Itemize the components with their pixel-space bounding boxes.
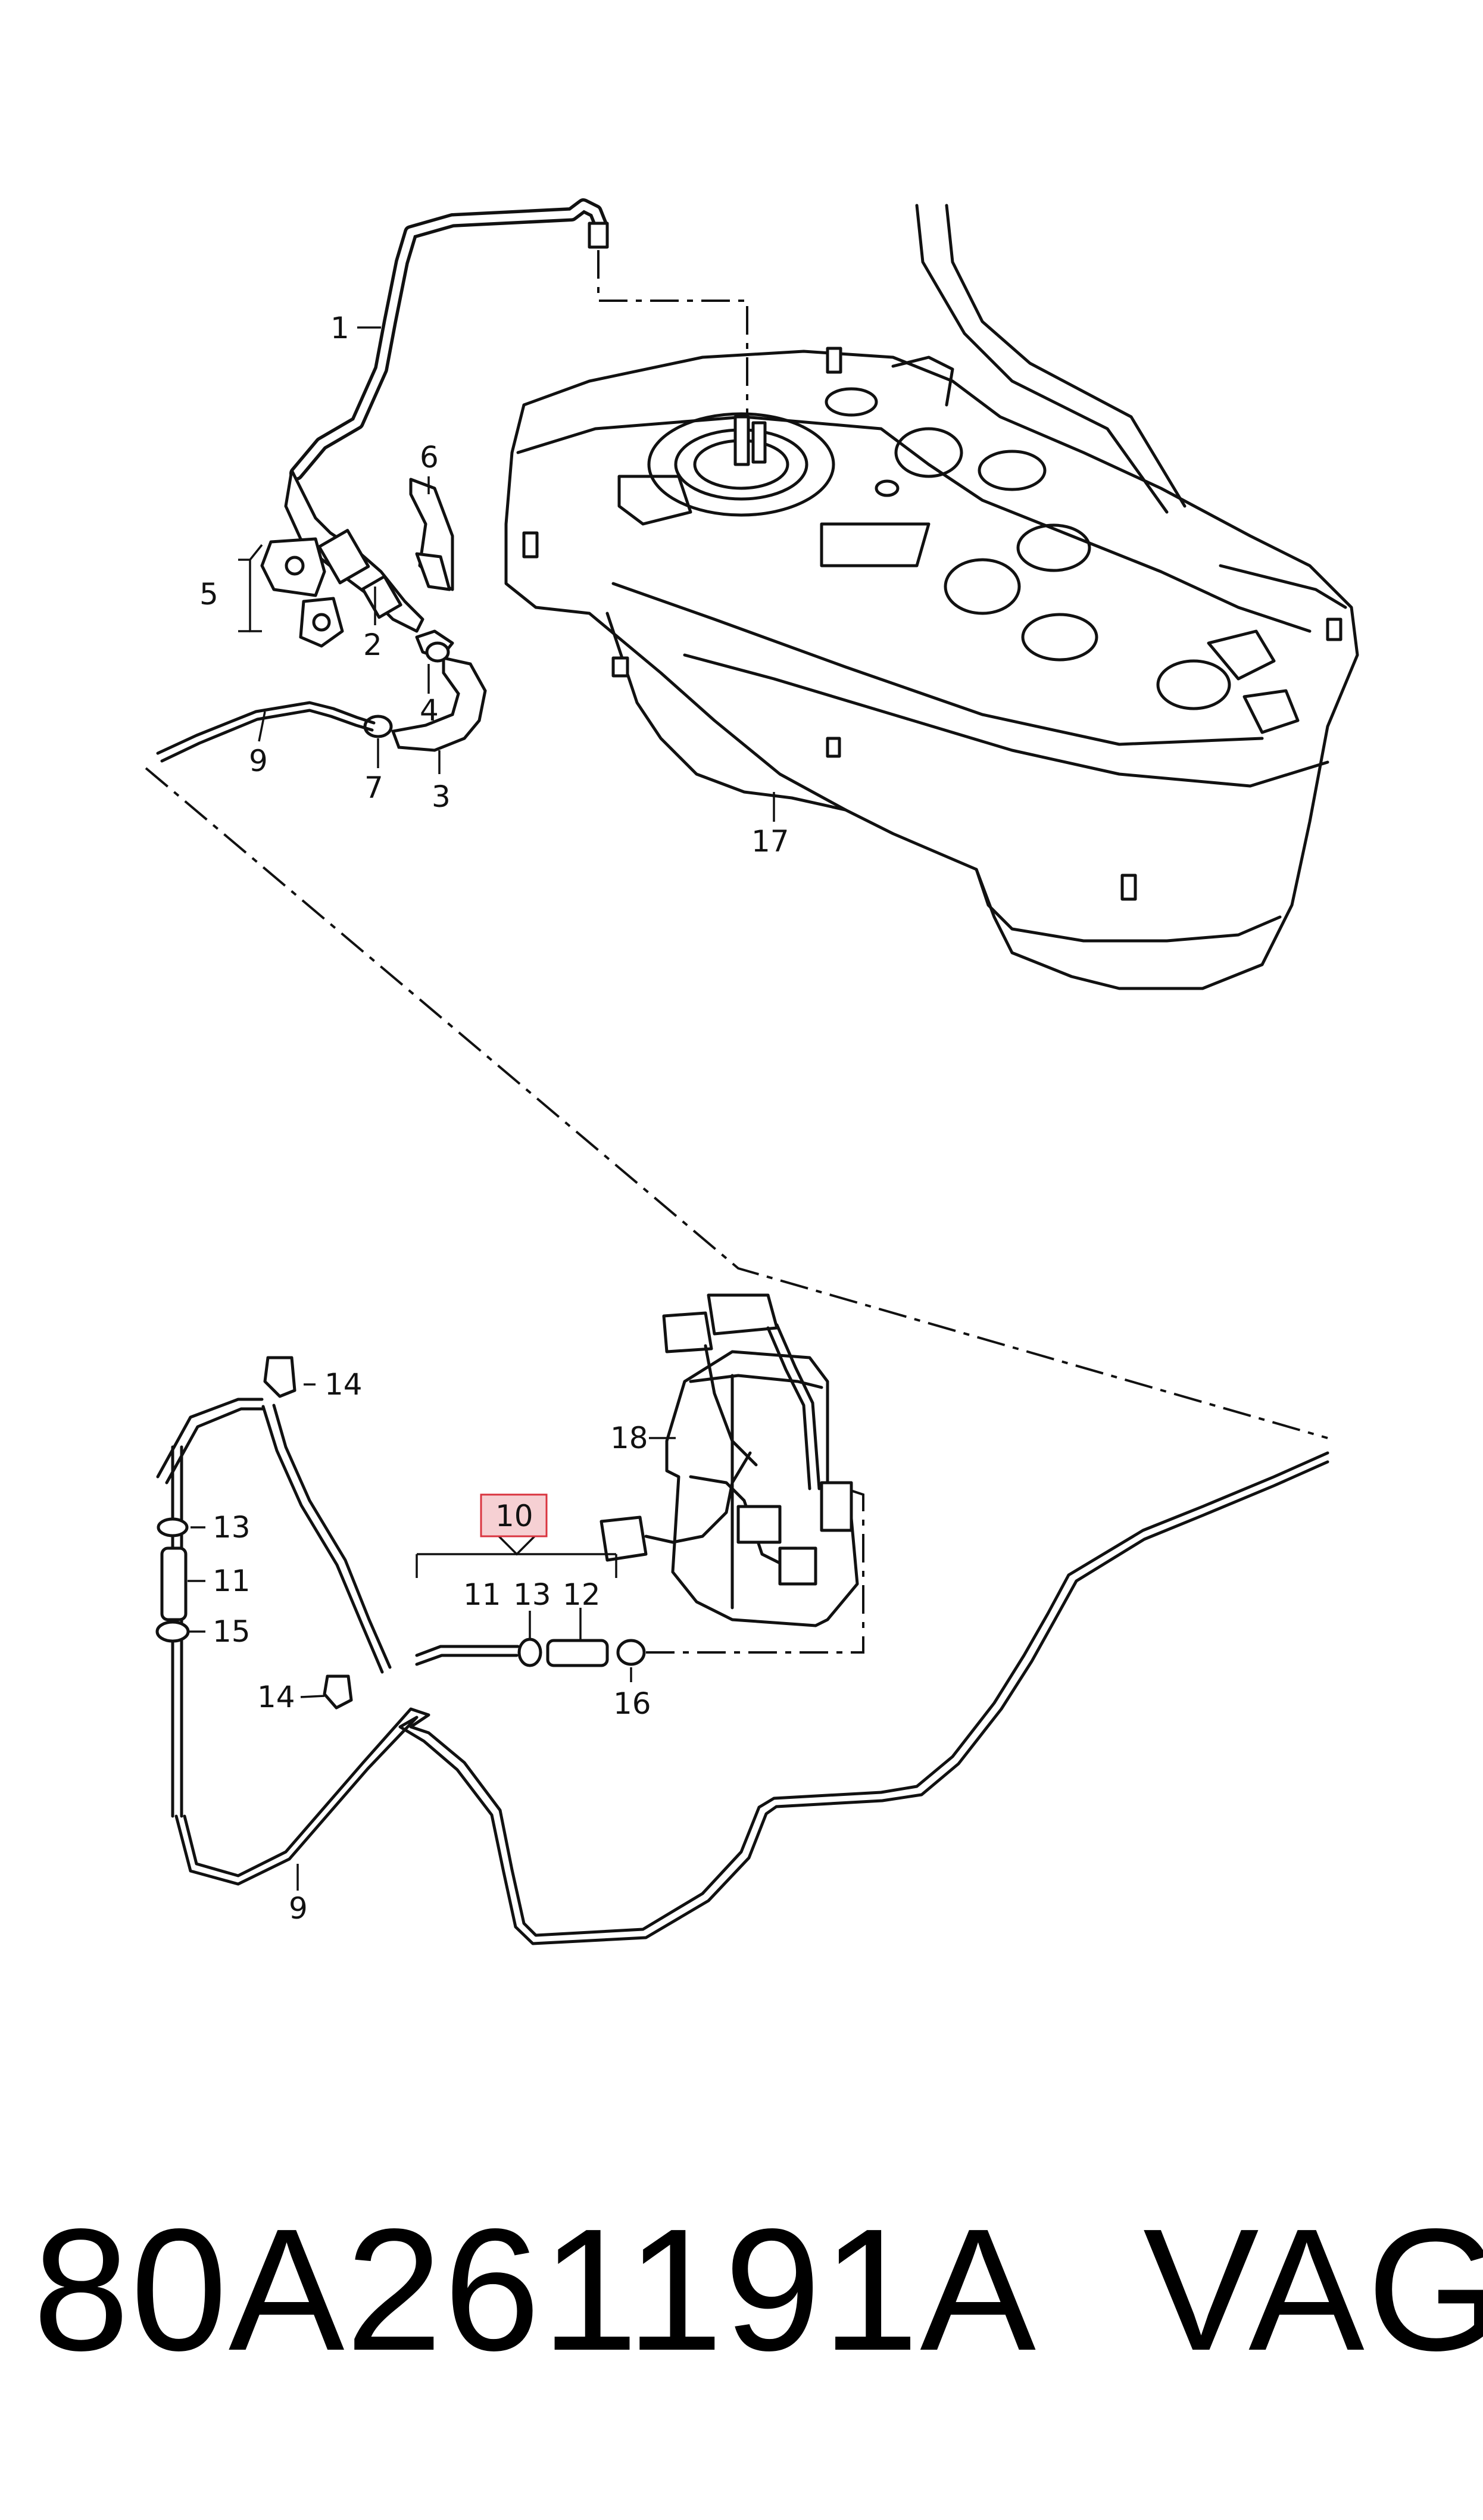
callout-3: 3	[432, 779, 451, 814]
callout-15: 15	[213, 1614, 251, 1649]
clamp-13-mid	[517, 1638, 542, 1667]
callout-13-mid: 13	[513, 1577, 551, 1612]
clip-14-bottom	[323, 1674, 353, 1710]
callout-18: 18	[610, 1421, 648, 1455]
callout-10-highlight	[480, 1493, 548, 1537]
callout-10: 10	[495, 1499, 533, 1533]
link-dashed-3	[646, 1482, 864, 1654]
vent-line	[289, 198, 609, 481]
fuel-tank	[504, 204, 1359, 990]
callout-5: 5	[199, 577, 218, 612]
callout-11-left: 11	[213, 1564, 251, 1598]
hose-11-left	[160, 1546, 188, 1621]
item-5b	[299, 597, 344, 648]
item-5a	[260, 537, 326, 597]
callout-13-left: 13	[213, 1510, 251, 1545]
callout-14-bottom: 14	[257, 1680, 295, 1714]
clip-16	[616, 1639, 646, 1666]
leader-lines	[188, 326, 775, 1891]
brand-label: VAG	[1143, 2192, 1483, 2387]
footer: 80A261191A VAG	[33, 2192, 1483, 2387]
clamp-7	[363, 715, 393, 738]
link-dashed-1	[597, 250, 748, 417]
clip-14-top	[263, 1356, 296, 1398]
line-9-top	[156, 701, 376, 755]
clamp-13-left	[157, 1517, 189, 1537]
clamp-4	[425, 641, 450, 663]
callout-16: 16	[613, 1686, 651, 1721]
clamp-15	[155, 1620, 190, 1643]
hose-12	[546, 1639, 609, 1667]
callout-1: 1	[330, 311, 349, 345]
line-9-bottom	[156, 1398, 1329, 1945]
callout-2: 2	[363, 628, 382, 662]
hose-3	[391, 656, 487, 752]
callout-9-top: 9	[249, 744, 268, 778]
callout-9-bottom: 9	[289, 1891, 308, 1926]
callout-7: 7	[364, 771, 383, 805]
pump-module-18	[600, 1293, 859, 1627]
callout-14-top: 14	[324, 1367, 363, 1402]
part-number: 80A261191A	[33, 2192, 1038, 2387]
link-dashed-2	[145, 767, 1328, 1439]
callout-4: 4	[420, 693, 439, 728]
callout-6: 6	[420, 440, 439, 475]
callout-17: 17	[751, 824, 789, 859]
callout-11-mid: 11	[463, 1577, 501, 1612]
callout-12: 12	[563, 1577, 601, 1612]
